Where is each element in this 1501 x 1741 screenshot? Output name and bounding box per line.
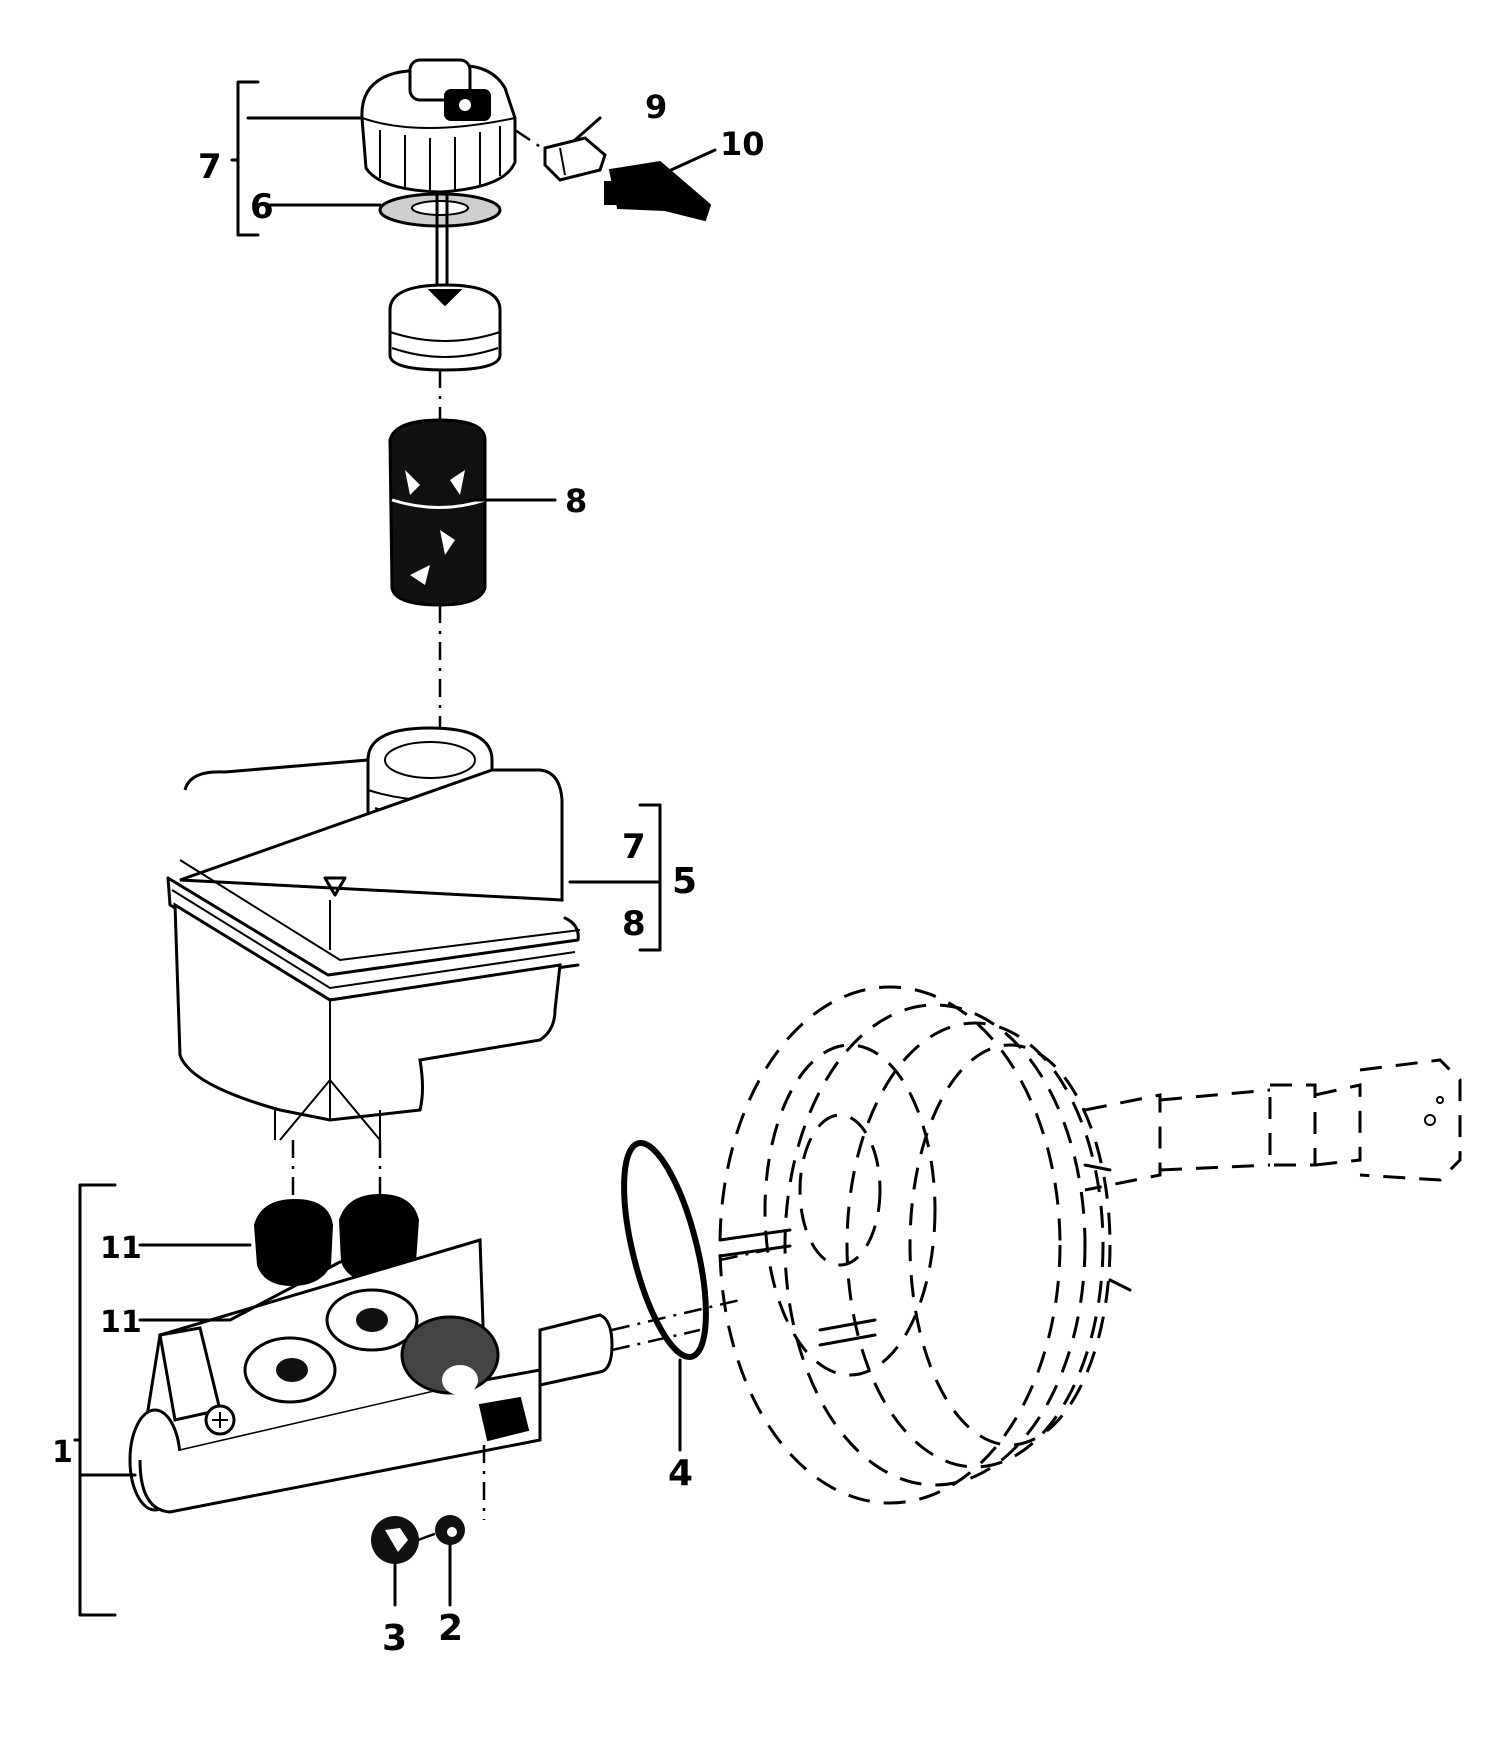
master-cylinder xyxy=(128,1238,614,1520)
callout-7-reservoir: 7 xyxy=(622,827,646,867)
callout-7-cap: 7 xyxy=(198,147,222,187)
callout-9: 9 xyxy=(645,88,667,126)
callout-4: 4 xyxy=(668,1453,693,1494)
callout-1: 1 xyxy=(52,1435,73,1470)
fluid-reservoir xyxy=(166,726,581,1141)
reservoir-cap xyxy=(360,58,517,372)
callout-11-top: 11 xyxy=(100,1231,142,1266)
wire-connector xyxy=(604,160,712,222)
callout-3: 3 xyxy=(382,1618,407,1659)
o-ring xyxy=(621,1139,709,1361)
callout-6: 6 xyxy=(250,187,274,227)
callout-10: 10 xyxy=(720,125,765,163)
callout-8-reservoir: 8 xyxy=(622,904,646,944)
callout-2: 2 xyxy=(438,1608,463,1649)
bracket-cap-assembly xyxy=(230,80,364,237)
bracket-reservoir-assembly xyxy=(568,803,662,952)
nut-and-washer xyxy=(371,1515,465,1564)
brake-booster xyxy=(718,985,1462,1505)
switch-plug xyxy=(543,136,607,182)
callout-5: 5 xyxy=(672,861,697,902)
reservoir-strainer xyxy=(388,418,487,607)
assembly-center-lines xyxy=(291,128,791,1542)
callout-11-bottom: 11 xyxy=(100,1305,142,1340)
callout-8-strainer: 8 xyxy=(565,482,587,520)
leader-lines xyxy=(138,116,717,1607)
bracket-master-cylinder xyxy=(73,1183,137,1617)
